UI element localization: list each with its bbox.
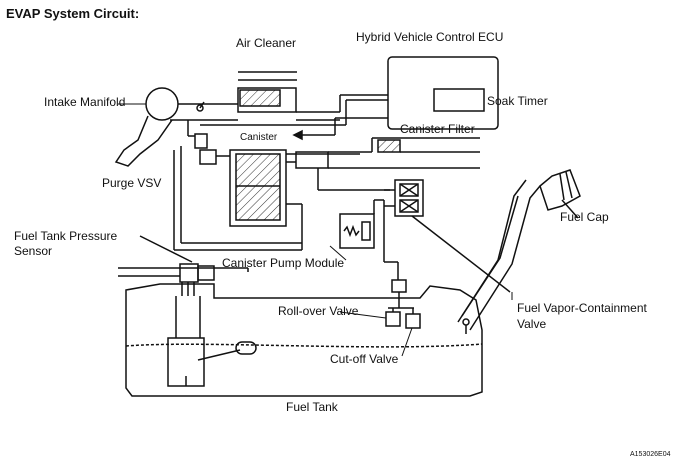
leader-lines	[118, 103, 513, 357]
intake-manifold	[114, 87, 205, 167]
purge-vsv-label: Purge VSV	[102, 176, 162, 190]
fuel-tank	[125, 283, 483, 397]
fuel-vapor-containment-valve	[384, 179, 511, 293]
vapor-valve-label-line1: Fuel Vapor-Containment	[517, 301, 647, 315]
diagram-title: EVAP System Circuit:	[6, 6, 140, 21]
canister-label: Canister	[240, 132, 278, 143]
ecu-label: Hybrid Vehicle Control ECU	[356, 30, 504, 44]
pump-module-label: Canister Pump Module	[222, 256, 345, 270]
hybrid-ecu	[200, 56, 499, 141]
figure-code: A153026E04	[630, 451, 671, 458]
pressure-sensor-label-line2: Sensor	[14, 244, 53, 258]
soak-timer-label: Soak Timer	[487, 94, 548, 108]
rollover-valve-label: Roll-over Valve	[278, 304, 359, 318]
canister	[229, 149, 360, 250]
fuel-cap	[539, 169, 581, 219]
pressure-sensor-label-line1: Fuel Tank Pressure	[14, 229, 118, 243]
air-cleaner	[170, 71, 388, 121]
fuel-cap-label: Fuel Cap	[560, 210, 609, 224]
canister-filter-label: Canister Filter	[400, 122, 475, 136]
fuel-filler-neck	[457, 179, 541, 334]
intake-manifold-label: Intake Manifold	[44, 95, 126, 109]
canister-pump-module	[339, 199, 399, 280]
rollover-and-cutoff-valves	[385, 279, 421, 329]
cutoff-valve-label: Cut-off Valve	[330, 352, 399, 366]
vapor-valve-label-line2: Valve	[517, 317, 547, 331]
fuel-tank-label: Fuel Tank	[286, 400, 338, 414]
canister-filter	[295, 137, 480, 191]
air-cleaner-label: Air Cleaner	[236, 36, 297, 50]
purge-vsv	[173, 120, 302, 251]
